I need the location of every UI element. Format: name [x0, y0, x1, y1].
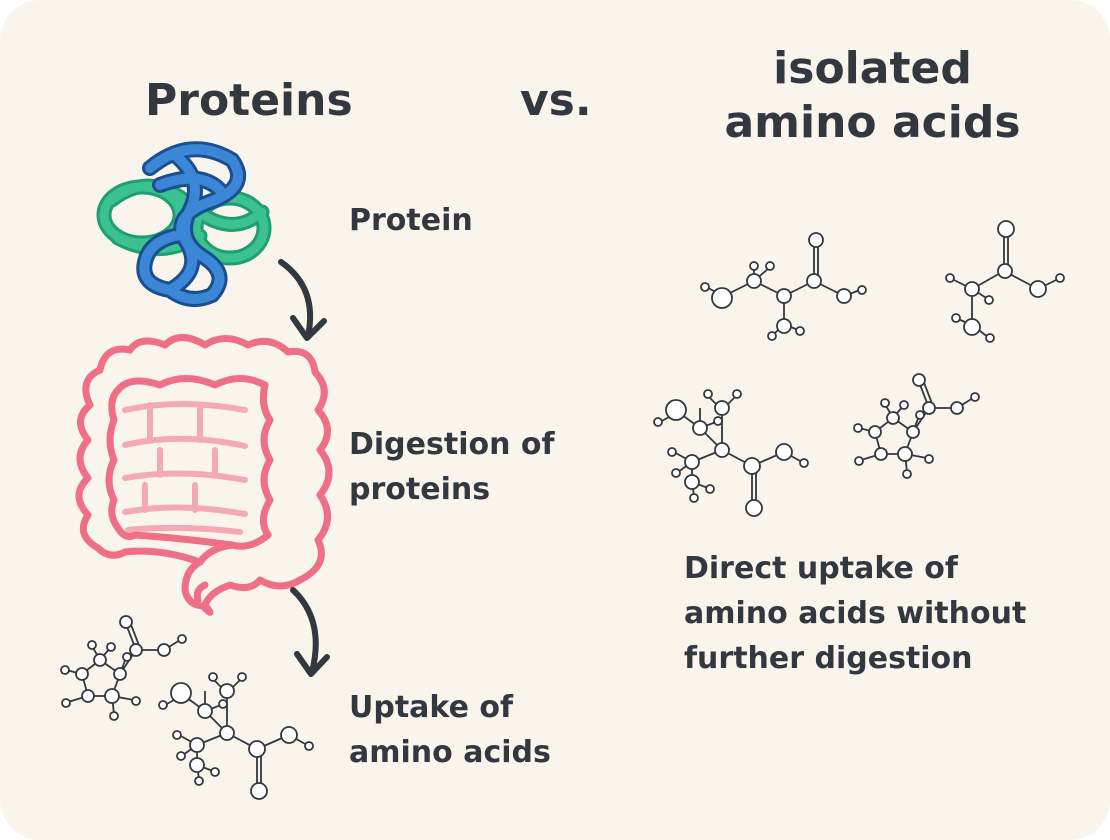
protein-label: Protein [349, 203, 473, 238]
amino-acid-molecule-icon [653, 389, 809, 517]
protein-structure-icon [96, 141, 272, 307]
amino-acid-molecule-icon [158, 672, 314, 800]
curved-arrow-icon [278, 259, 327, 341]
curved-arrow-icon [290, 587, 330, 677]
intestine-icon [75, 334, 333, 616]
uptake-label: Uptake of amino acids [349, 690, 551, 770]
amino-acid-molecule-icon [945, 220, 1065, 343]
isolated-amino-acids-heading: isolated amino acids [724, 43, 1021, 148]
direct-uptake-description: Direct uptake of amino acids without fur… [684, 551, 1027, 676]
digestion-label: Digestion of proteins [349, 427, 555, 507]
proteins-heading: Proteins [145, 75, 353, 126]
amino-acid-molecule-icon [853, 373, 980, 479]
amino-acid-molecule-icon [700, 232, 867, 341]
versus-label: vs. [520, 75, 592, 126]
